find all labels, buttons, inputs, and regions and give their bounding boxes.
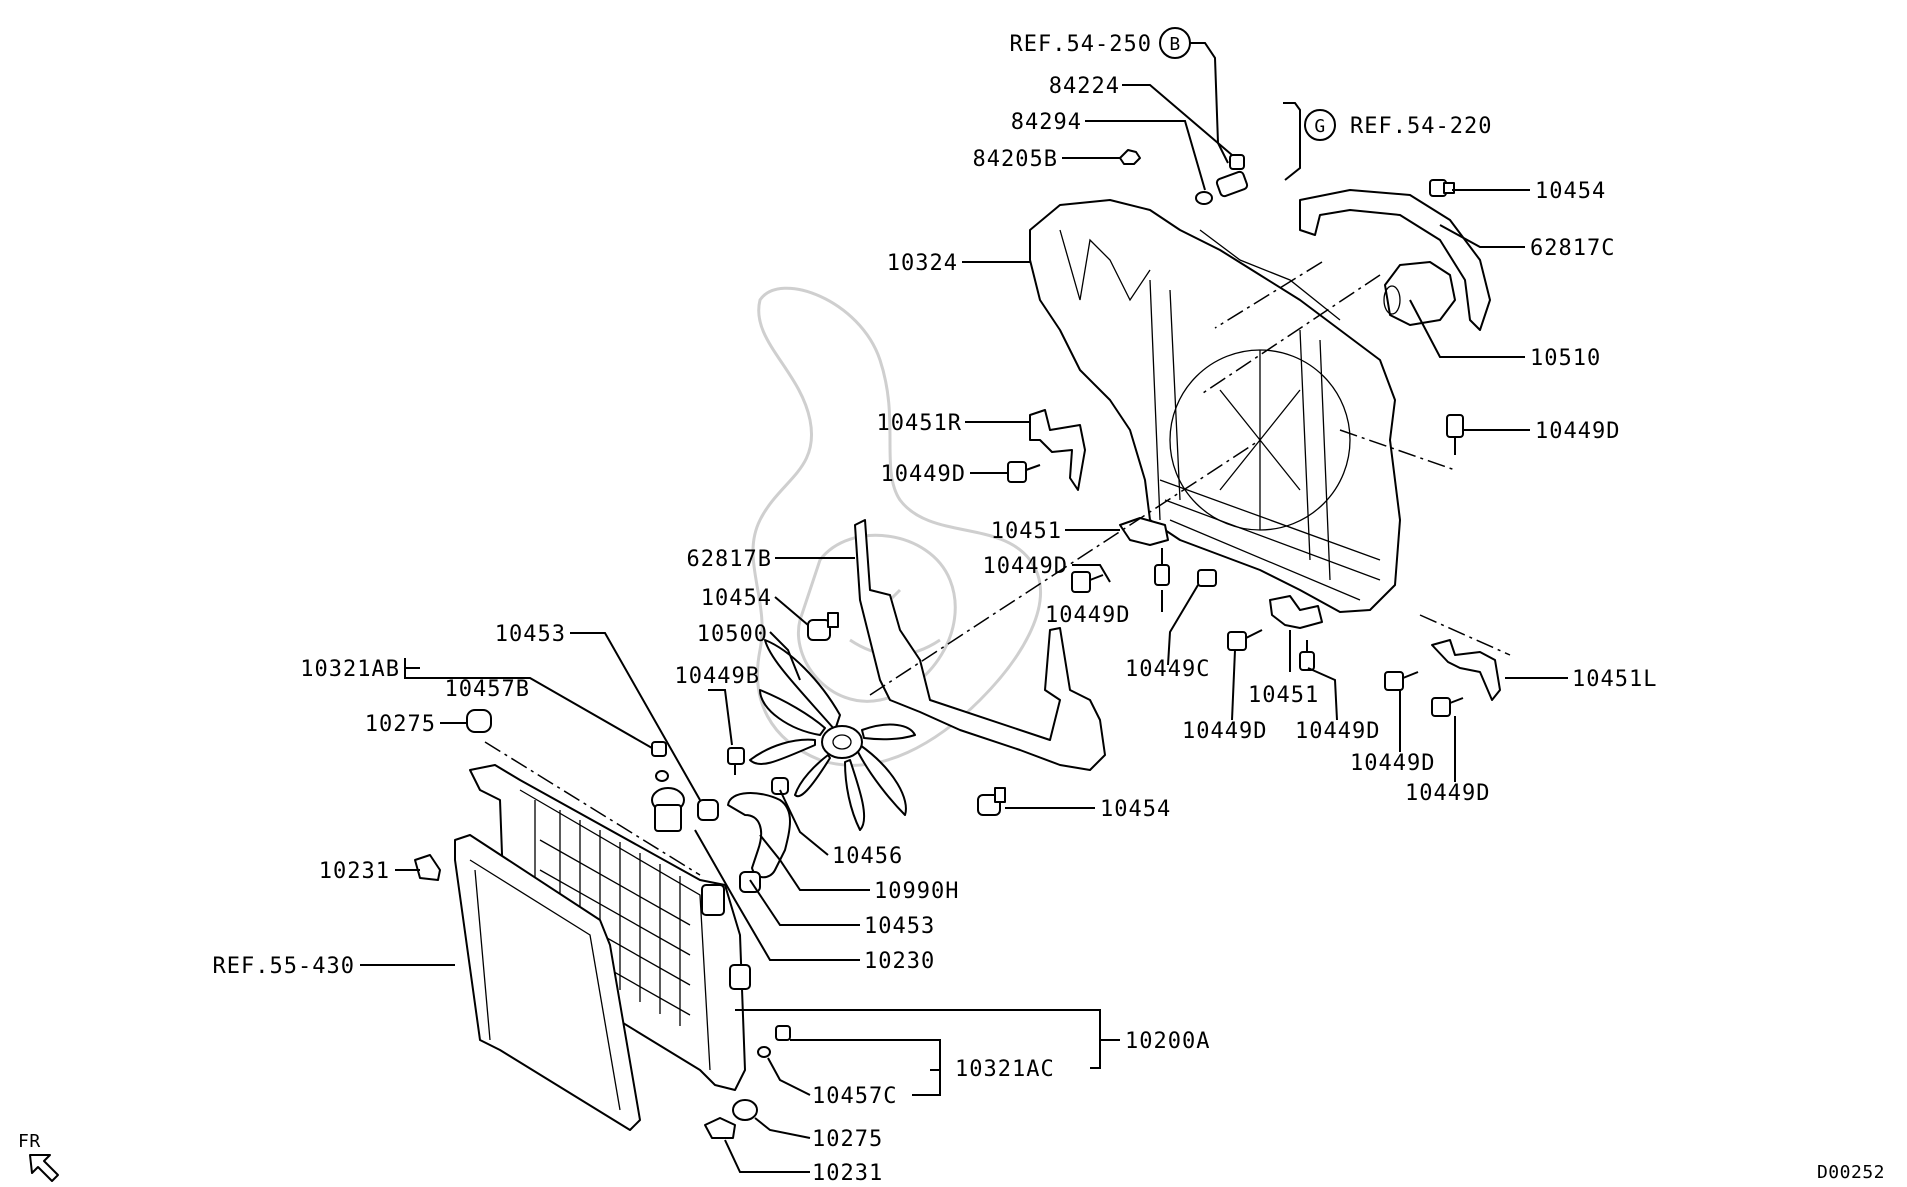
label-10454-bottom: 10454 xyxy=(1100,797,1171,822)
label-10457b: 10457B xyxy=(445,677,530,702)
bracket-10451l xyxy=(1431,639,1501,701)
label-10321ab: 10321AB xyxy=(300,657,400,682)
label-10451r: 10451R xyxy=(877,411,962,436)
bolt-10454-left xyxy=(807,612,839,641)
bolt-10449d-r1 xyxy=(1384,671,1419,691)
bolt-10449d-left-a xyxy=(1007,461,1041,483)
bolt-10454-top xyxy=(1429,179,1455,197)
ref-marker-g-letter: G xyxy=(1314,116,1325,137)
reference-lines xyxy=(484,261,1511,876)
label-10451l: 10451L xyxy=(1572,667,1657,692)
bolt-10449d-mid xyxy=(1154,548,1170,586)
bolt-10449d-b1 xyxy=(1227,629,1263,651)
bolt-10449c xyxy=(1197,569,1217,587)
part-labels: 84224 84294 84205B 10454 62817C 10324 10… xyxy=(213,74,1657,1186)
label-10449d-right-top: 10449D xyxy=(1535,419,1620,444)
label-84205b: 84205B xyxy=(973,147,1058,172)
ref-marker-b: B REF.54-250 xyxy=(1010,27,1191,59)
label-10231-bottom: 10231 xyxy=(812,1161,883,1186)
bolt-10449d-right-top xyxy=(1446,414,1464,455)
ring-10457c xyxy=(757,1046,771,1058)
bolt-10449d-b2 xyxy=(1299,640,1315,671)
shroud-10324 xyxy=(1029,199,1401,613)
label-62817b: 62817B xyxy=(687,547,772,572)
lower-shroud-62817b xyxy=(854,519,1106,771)
fan-motor-10510 xyxy=(1383,261,1456,326)
label-10500: 10500 xyxy=(697,622,768,647)
label-10510: 10510 xyxy=(1530,346,1601,371)
bracket-10451-lower xyxy=(1269,595,1323,629)
clamp-10453-a xyxy=(697,799,719,821)
bracket-10231-bottom xyxy=(704,1117,736,1139)
condenser xyxy=(454,834,641,1131)
label-10456: 10456 xyxy=(832,844,903,869)
clamp-10456 xyxy=(771,777,789,795)
label-10454-left: 10454 xyxy=(701,586,772,611)
shroud-cover-62817c xyxy=(1299,189,1491,331)
upper-hose-10990h xyxy=(727,792,791,879)
bolt-10449d-left-b xyxy=(1071,571,1104,593)
label-62817c: 62817C xyxy=(1530,236,1615,261)
label-10230: 10230 xyxy=(864,949,935,974)
bolt-10449d-r2 xyxy=(1431,697,1464,717)
bracket-10231-left xyxy=(414,854,441,881)
front-direction-indicator: FR xyxy=(18,1131,59,1182)
clip-84205b xyxy=(1119,149,1141,165)
ref-marker-g: G REF.54-220 xyxy=(1304,109,1492,141)
label-10449b: 10449B xyxy=(675,664,760,689)
bolt-10449b xyxy=(727,747,745,775)
ref-marker-g-ref: REF.54-220 xyxy=(1350,114,1492,139)
arrow-down-left-icon xyxy=(29,1154,59,1182)
fan-10500 xyxy=(749,639,916,831)
ring-10457b xyxy=(655,770,669,782)
label-10451-a: 10451 xyxy=(991,519,1062,544)
label-10449c: 10449C xyxy=(1125,657,1210,682)
label-10451-b: 10451 xyxy=(1248,683,1319,708)
label-10990h: 10990H xyxy=(874,879,959,904)
label-10321ac: 10321AC xyxy=(955,1057,1055,1082)
label-10231-left: 10231 xyxy=(319,859,390,884)
radiator-10230 xyxy=(469,764,751,1091)
label-10275-top: 10275 xyxy=(365,712,436,737)
thermo-switch-84224 xyxy=(1215,154,1249,198)
label-84294: 84294 xyxy=(1011,110,1082,135)
radiator-cap xyxy=(651,787,685,832)
label-10453-a: 10453 xyxy=(495,622,566,647)
label-84224: 84224 xyxy=(1049,74,1120,99)
label-10449d-r2: 10449D xyxy=(1405,781,1490,806)
o-ring-84294 xyxy=(1195,191,1213,205)
label-10200a: 10200A xyxy=(1125,1029,1210,1054)
diagram-code: D00252 xyxy=(1817,1162,1885,1183)
mount-10275-top xyxy=(466,709,492,733)
label-10449d-b1: 10449D xyxy=(1182,719,1267,744)
bolt-10454-bottom xyxy=(977,787,1006,816)
plug-10321ac xyxy=(775,1025,791,1041)
label-10449d-mid: 10449D xyxy=(1045,603,1130,628)
fr-label: FR xyxy=(18,1131,41,1152)
label-10453-b: 10453 xyxy=(864,914,935,939)
plug-10321ab xyxy=(651,741,667,757)
label-10449d-left-b: 10449D xyxy=(983,554,1068,579)
label-10449d-r1: 10449D xyxy=(1350,751,1435,776)
label-10457c: 10457C xyxy=(812,1084,897,1109)
mount-10275-bottom xyxy=(732,1099,758,1121)
label-10275-bottom: 10275 xyxy=(812,1127,883,1152)
label-10324: 10324 xyxy=(887,251,958,276)
label-10449d-b2: 10449D xyxy=(1295,719,1380,744)
leader-lines xyxy=(360,42,1568,1173)
label-ref-55-430: REF.55-430 xyxy=(213,954,355,979)
ref-marker-b-letter: B xyxy=(1169,34,1180,55)
bracket-10451r xyxy=(1029,409,1086,491)
label-10449d-left-a: 10449D xyxy=(881,462,966,487)
fasteners xyxy=(414,179,1464,1139)
ref-marker-b-ref: REF.54-250 xyxy=(1010,32,1152,57)
label-10454-top: 10454 xyxy=(1535,179,1606,204)
